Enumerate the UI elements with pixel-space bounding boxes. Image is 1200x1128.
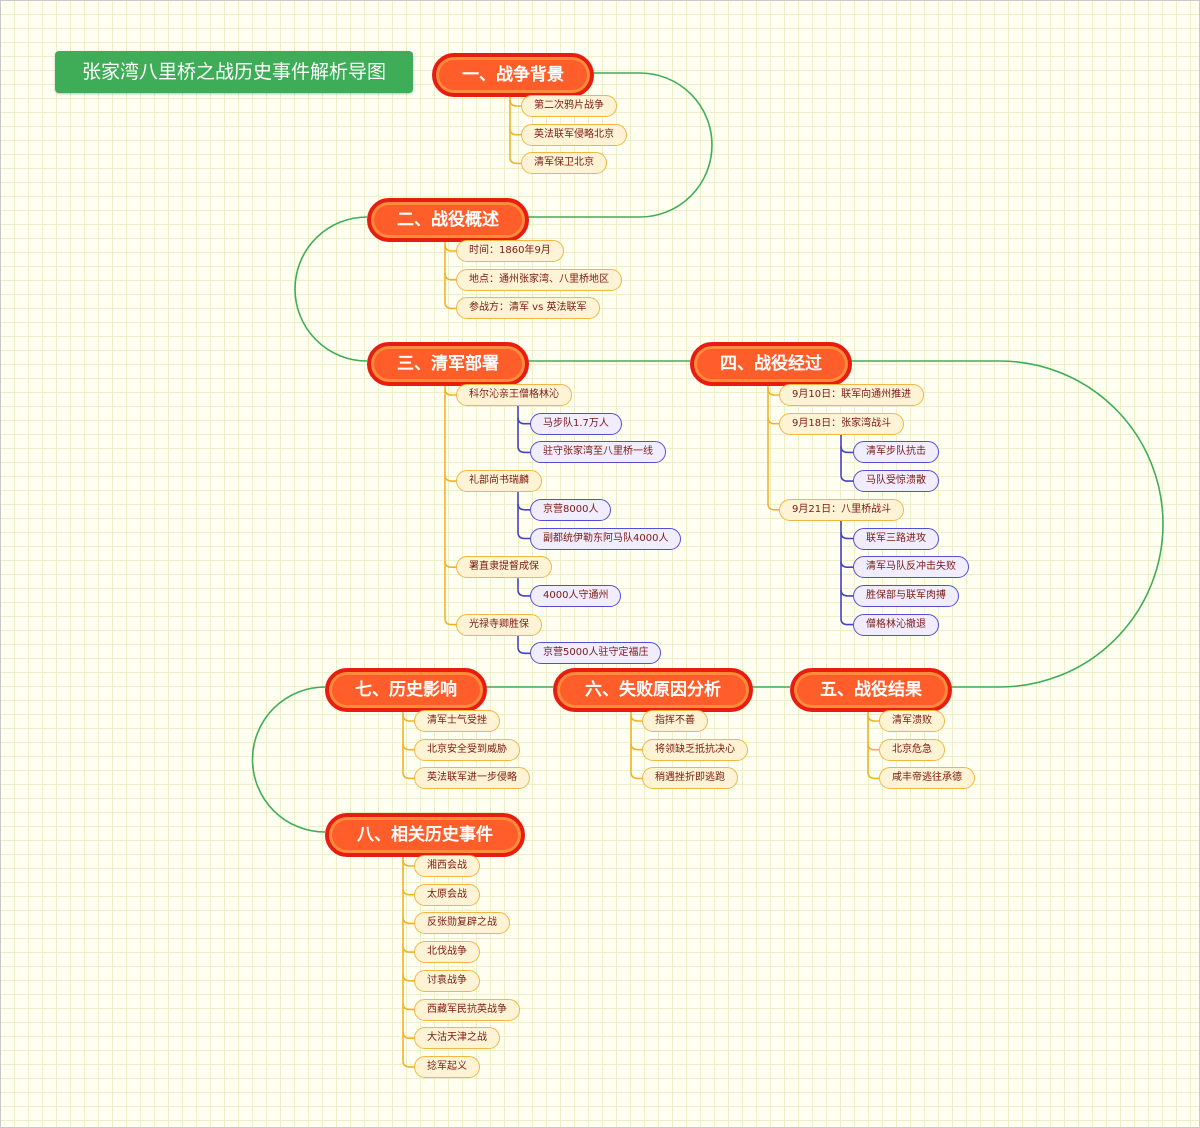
branch-connector	[402, 743, 414, 751]
topic-item[interactable]: 光禄寺卿胜保	[456, 613, 542, 636]
branch-connector	[402, 1060, 414, 1068]
topic-node[interactable]: 二、战役概述	[367, 198, 529, 242]
topic-item[interactable]: 捻军起义	[414, 1055, 480, 1078]
spine-connector	[844, 360, 1164, 688]
sub-branch-connector	[840, 475, 853, 482]
branch-connector	[867, 772, 879, 780]
topic-item[interactable]: 大沽天津之战	[414, 1027, 500, 1050]
branch-connector	[402, 859, 414, 867]
branch-connector	[402, 1003, 414, 1011]
topic-item[interactable]: 清军士气受挫	[414, 710, 500, 732]
sub-branch-connector	[517, 417, 530, 425]
branch-connector	[509, 99, 521, 107]
sub-item[interactable]: 清军步队抗击	[853, 441, 939, 464]
branch-connector	[767, 503, 779, 511]
topic-item[interactable]: 西藏军民抗英战争	[414, 998, 520, 1021]
branch-connector	[767, 388, 779, 396]
sub-item[interactable]: 联军三路进攻	[853, 527, 939, 550]
topic-item[interactable]: 9月10日：联军向通州推进	[779, 384, 925, 406]
branch-connector	[509, 157, 521, 165]
sub-item[interactable]: 4000人守通州	[530, 584, 622, 607]
branch-connector	[630, 714, 642, 722]
topic-item[interactable]: 讨袁战争	[414, 969, 480, 992]
topic-item[interactable]: 咸丰帝逃往承德	[879, 767, 975, 790]
branch-connector	[402, 946, 414, 953]
sub-item[interactable]: 清军马队反冲击失败	[853, 556, 969, 579]
sub-branch-connector	[840, 532, 853, 540]
topic-item[interactable]: 清军溃败	[879, 710, 945, 732]
topic-item[interactable]: 北伐战争	[414, 941, 480, 964]
branch-connector	[444, 475, 456, 482]
topic-item[interactable]: 地点：通州张家湾、八里桥地区	[456, 268, 622, 291]
sub-branch-connector	[840, 618, 853, 626]
branch-connector	[444, 273, 456, 281]
branch-connector	[402, 974, 414, 982]
topic-item[interactable]: 参战方：清军 vs 英法联军	[456, 297, 600, 320]
sub-branch-connector	[517, 503, 530, 511]
branch-connector	[630, 772, 642, 780]
topic-item[interactable]: 英法联军进一步侵略	[414, 767, 530, 790]
topic-item[interactable]: 指挥不善	[642, 710, 708, 732]
topic-node[interactable]: 一、战争背景	[432, 53, 594, 97]
topic-item[interactable]: 科尔沁亲王僧格林沁	[456, 384, 572, 406]
topic-item[interactable]: 将领缺乏抵抗决心	[642, 738, 748, 761]
branch-connector	[402, 1032, 414, 1039]
sub-branch-connector	[840, 561, 853, 568]
branch-connector	[444, 561, 456, 568]
topic-item[interactable]: 稍遇挫折即逃跑	[642, 767, 738, 790]
topic-node[interactable]: 五、战役结果	[790, 668, 952, 712]
map-title[interactable]: 张家湾八里桥之战历史事件解析导图	[55, 51, 413, 93]
sub-item[interactable]: 驻守张家湾至八里桥一线	[530, 441, 666, 464]
branch-connector	[509, 128, 521, 136]
sub-branch-connector	[517, 647, 530, 655]
topic-item[interactable]: 礼部尚书瑞麟	[456, 470, 542, 493]
sub-item[interactable]: 副都统伊勒东阿马队4000人	[530, 527, 682, 550]
spine-connector	[294, 216, 368, 362]
topic-item[interactable]: 英法联军侵略北京	[521, 123, 627, 146]
topic-item[interactable]: 署直隶提督成保	[456, 556, 552, 579]
branch-connector	[444, 618, 456, 626]
sub-item[interactable]: 京营8000人	[530, 498, 612, 521]
branch-connector	[867, 714, 879, 722]
spine-connector	[521, 72, 713, 218]
sub-branch-connector	[840, 446, 853, 454]
topic-node[interactable]: 七、历史影响	[325, 668, 487, 712]
branch-connector	[402, 917, 414, 925]
topic-node[interactable]: 六、失败原因分析	[553, 668, 753, 712]
branch-connector	[444, 302, 456, 310]
branch-connector	[402, 888, 414, 896]
topic-item[interactable]: 北京安全受到威胁	[414, 738, 520, 761]
sub-branch-connector	[517, 589, 530, 597]
sub-item[interactable]: 京营5000人驻守定福庄	[530, 642, 662, 665]
branch-connector	[444, 244, 456, 252]
topic-item[interactable]: 湘西会战	[414, 855, 480, 877]
sub-item[interactable]: 僧格林沁撤退	[853, 613, 939, 636]
branch-connector	[444, 388, 456, 396]
topic-item[interactable]: 清军保卫北京	[521, 152, 607, 175]
sub-item[interactable]: 马步队1.7万人	[530, 412, 622, 435]
topic-item[interactable]: 北京危急	[879, 738, 945, 761]
spine-connector	[251, 686, 326, 833]
branch-connector	[402, 772, 414, 780]
branch-connector	[402, 714, 414, 722]
sub-branch-connector	[840, 589, 853, 597]
topic-item[interactable]: 时间：1860年9月	[456, 240, 564, 262]
sub-branch-connector	[517, 532, 530, 540]
sub-item[interactable]: 马队受惊溃散	[853, 470, 939, 493]
sub-branch-connector	[517, 446, 530, 454]
sub-item[interactable]: 胜保部与联军肉搏	[853, 584, 959, 607]
topic-item[interactable]: 反张勋复辟之战	[414, 912, 510, 935]
topic-item[interactable]: 9月21日：八里桥战斗	[779, 498, 905, 521]
topic-item[interactable]: 第二次鸦片战争	[521, 95, 617, 117]
topic-item[interactable]: 9月18日：张家湾战斗	[779, 412, 905, 435]
topic-node[interactable]: 四、战役经过	[690, 342, 852, 386]
branch-connector	[630, 743, 642, 751]
branch-connector	[767, 417, 779, 425]
branch-connector	[867, 743, 879, 751]
topic-node[interactable]: 八、相关历史事件	[325, 813, 525, 857]
topic-node[interactable]: 三、清军部署	[367, 342, 529, 386]
topic-item[interactable]: 太原会战	[414, 883, 480, 906]
